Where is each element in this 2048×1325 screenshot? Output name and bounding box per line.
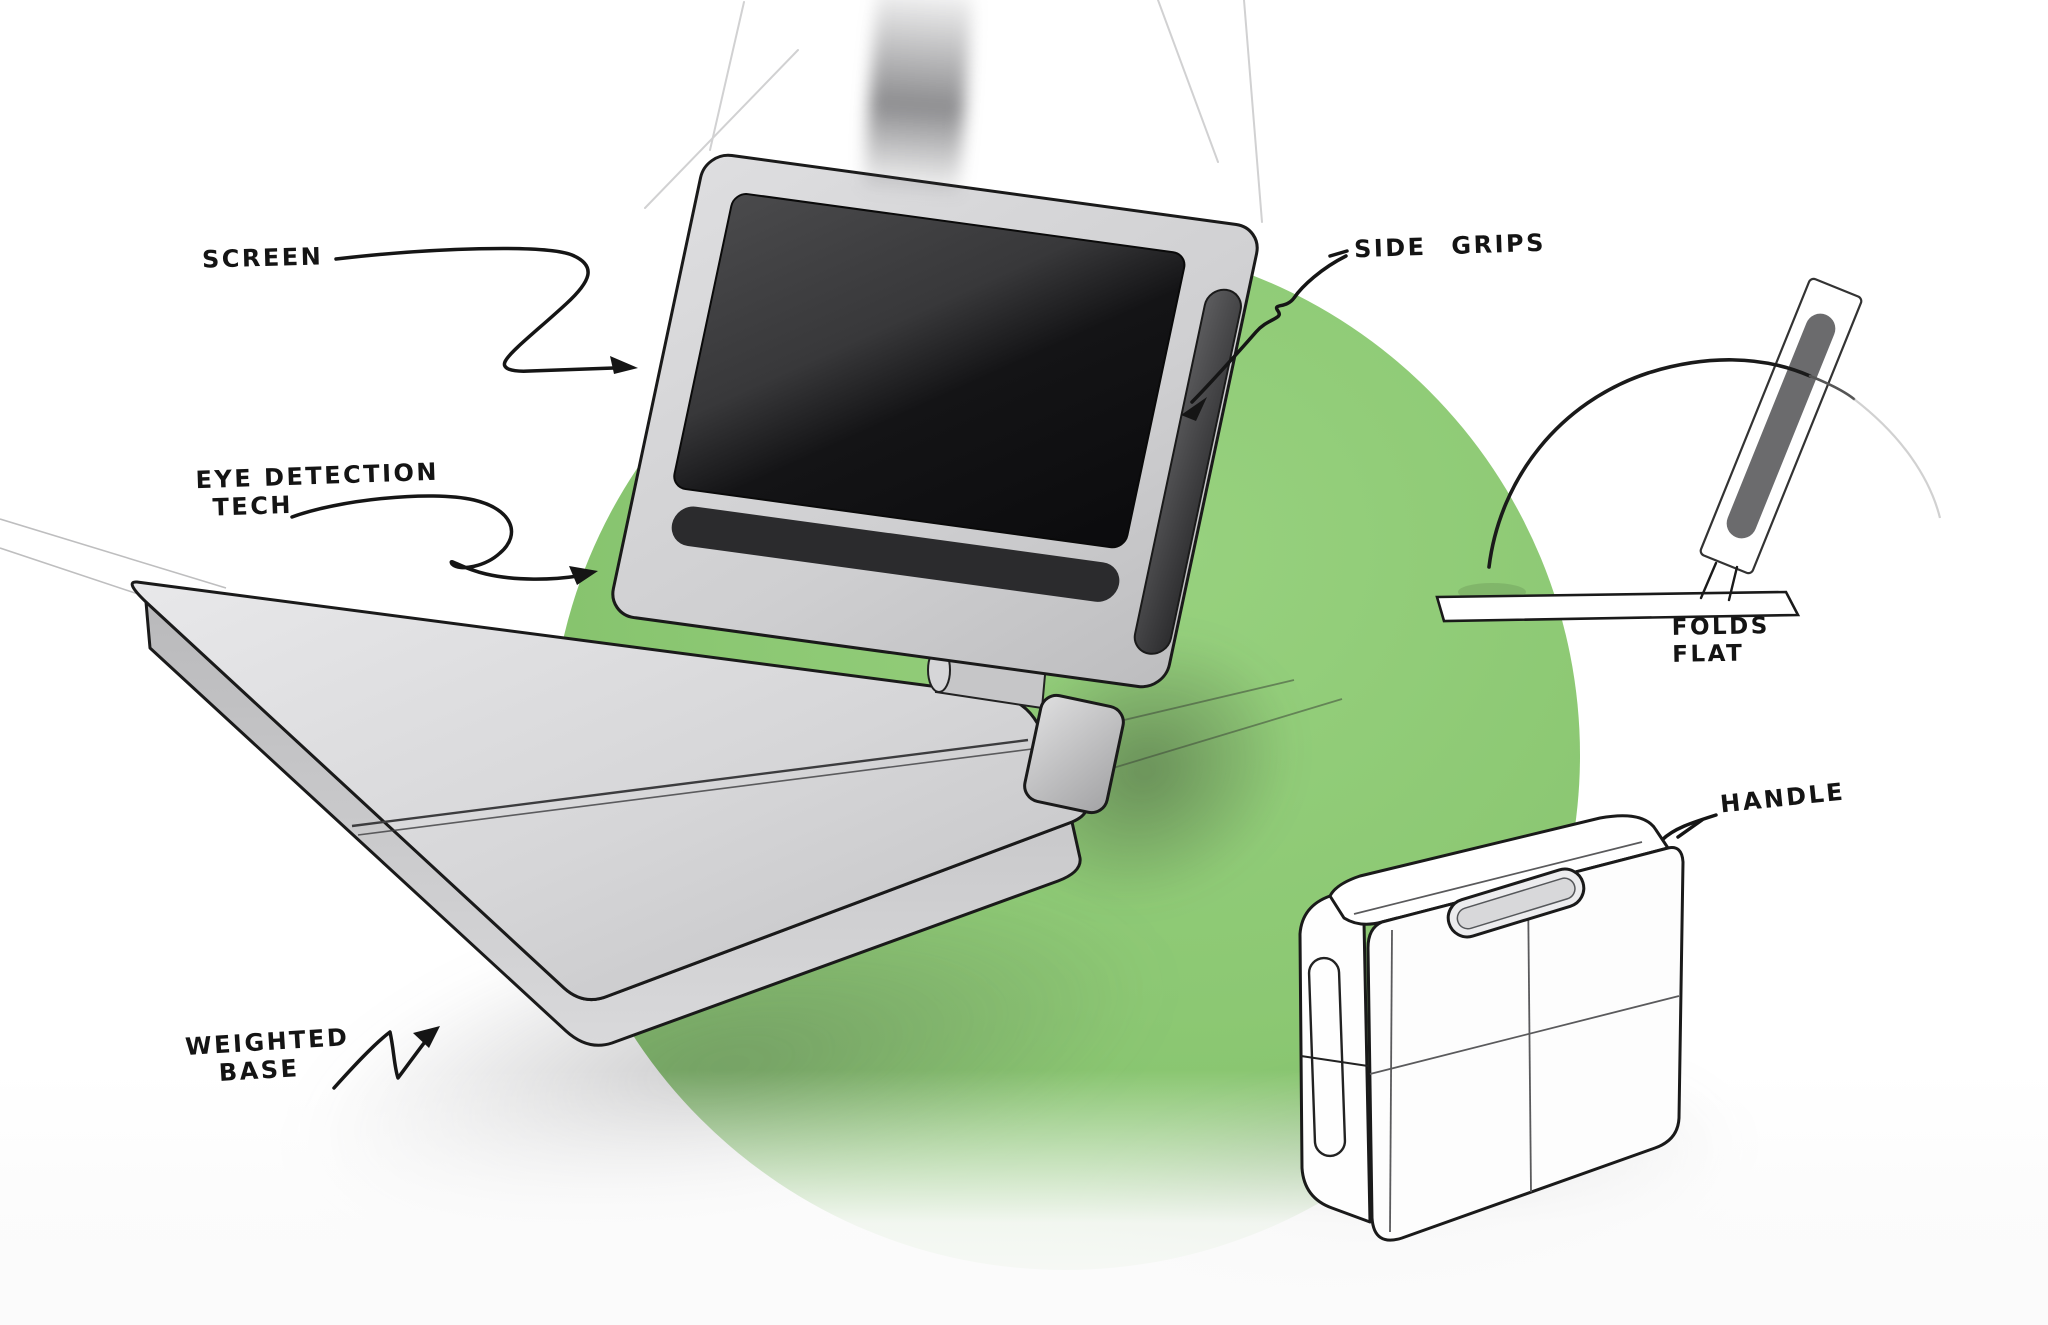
case-seams — [1353, 841, 1680, 1233]
screen-label-text: SCREEN — [201, 242, 324, 274]
screen-arrow — [334, 246, 616, 373]
folds-flat-label: FOLDS FLAT — [1672, 613, 1771, 669]
folds-flat-inset — [1435, 277, 1942, 623]
fold-arc-arrow — [1487, 358, 1812, 569]
folds-flat-screen-slot — [1726, 313, 1836, 539]
handle-slot — [1446, 867, 1586, 939]
screen-label: SCREEN — [202, 242, 324, 273]
briefcase-inset — [1298, 814, 1685, 1242]
base-top-face — [130, 580, 1089, 1002]
case-side-face — [1298, 894, 1372, 1224]
fold-arc-ghost — [1853, 398, 1942, 519]
weighted-base-arrow — [332, 1030, 430, 1090]
weighted-base-label: WEIGHTED BASE — [184, 1023, 351, 1090]
stand-foot — [1023, 693, 1125, 815]
folds-flat-line2: FLAT — [1672, 640, 1745, 668]
speaker-bar — [671, 506, 1120, 602]
annotation-arrows — [290, 246, 1718, 1090]
side-grips-arrow — [1190, 254, 1348, 404]
eye-detection-label: EYE DETECTION TECH — [195, 458, 440, 523]
folds-flat-screen — [1699, 277, 1863, 575]
weighted-base-slab — [130, 580, 1089, 1047]
folds-flat-line1: FOLDS — [1671, 613, 1771, 641]
side-grips-leader-dash — [1328, 249, 1349, 258]
base-groove — [351, 738, 1033, 836]
case-top-face — [1328, 814, 1670, 926]
handle-leader-dash — [1676, 818, 1704, 839]
ghost-edge-lines — [644, 0, 1263, 223]
case-front-face — [1366, 846, 1685, 1242]
screen-display — [673, 193, 1186, 549]
folds-flat-base-bar — [1435, 590, 1801, 623]
screen-panel — [611, 153, 1259, 689]
eye-detection-arrow — [290, 494, 580, 581]
